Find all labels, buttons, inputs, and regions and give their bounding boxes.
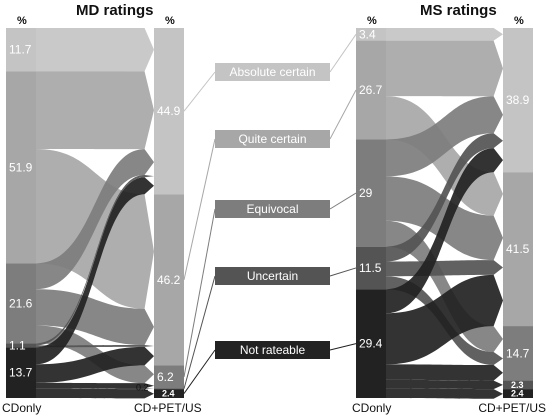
value-label-md-left-equivocal: 21.6 [9,296,33,310]
bar-segment-ms-left-not-rateable [356,289,386,398]
legend-box-uncertain [215,267,330,285]
bar-segment-ms-right-absolute-certain [503,28,533,173]
value-label-md-left-quite-certain: 51.9 [9,160,33,174]
value-label-ms-left-quite-certain: 26.7 [359,83,383,97]
value-label-md-right-quite-certain: 46.2 [157,273,181,287]
value-label-md-right-absolute-certain: 44.9 [157,104,181,118]
legend-box-quite-certain [215,130,330,148]
flow-band-md-not-rateable-to-absolute-certain [36,177,154,365]
leader-line-md-absolute-certain [183,71,216,112]
bar-segment-ms-left-quite-certain [356,40,386,140]
flow-band-md-absolute-certain-to-absolute-certain [36,28,154,72]
value-label-ms-left-not-rateable: 29.4 [359,337,383,351]
bar-segment-ms-left-absolute-certain [356,28,386,41]
value-label-md-left-not-rateable: 13.7 [9,366,33,380]
bar-segment-md-left-equivocal [6,263,36,344]
flow-band-ms-not-rateable-to-uncertain [386,379,503,390]
value-label-ms-right-uncertain: 2.3 [511,380,524,390]
leader-line-ms-uncertain [329,267,357,277]
unit-label-md-right: % [165,15,175,27]
legend-label-equivocal: Equivocal [246,202,298,216]
labels: 11.7 51.9 21.6 1.1 13.7 44.9 46.2 6.2 0.2 2.4 MD r… [2,2,546,415]
bar-segment-md-left-quite-certain [6,71,36,264]
axis-label-ms-left: CDonly [352,401,391,415]
unit-label-md-left: % [17,15,27,27]
flow-band-ms-absolute-certain-to-absolute-certain [386,28,503,41]
panel-title-ms: MS ratings [420,2,497,19]
legend-label-uncertain: Uncertain [247,269,298,283]
bar-segment-md-right-quite-certain [154,194,184,366]
value-label-ms-right-absolute-certain: 38.9 [506,93,530,107]
axis-label-md-right: CD+PET/US [134,401,202,415]
bar-segment-md-right-uncertain [154,388,184,390]
bar-segment-md-right-absolute-certain [154,28,184,195]
value-label-ms-right-not-rateable: 2.4 [511,389,524,399]
value-label-md-right-not-rateable: 2.4 [162,389,175,399]
leader-line-ms-absolute-certain [329,34,357,73]
bar-segment-md-left-uncertain [6,343,36,348]
value-label-md-left-absolute-certain: 11.7 [9,43,32,57]
flow-band-md-not-rateable-to-uncertain [36,388,154,390]
flow-band-ms-uncertain-to-absolute-certain [386,133,503,262]
leader-line-ms-equivocal [329,192,357,210]
leader-line-md-uncertain [183,275,216,389]
bar-segment-ms-left-equivocal [356,139,386,247]
flow-band-ms-not-rateable-to-equivocal [386,364,503,381]
leader-line-md-not-rateable [183,349,216,394]
flow-band-md-not-rateable-to-quite-certain [36,346,154,383]
value-label-ms-left-absolute-certain: 3.4 [359,27,376,41]
bar-segment-md-right-not-rateable [154,389,184,398]
unit-label-ms-right: % [514,15,524,27]
legend-label-not-rateable: Not rateable [240,343,306,357]
value-label-ms-right-equivocal: 14.7 [506,346,530,360]
flow-band-md-not-rateable-to-equivocal [36,382,154,389]
flow-band-ms-not-rateable-to-not-rateable [386,388,503,399]
value-label-md-left-uncertain: 1.1 [9,338,26,352]
bar-segment-ms-right-not-rateable [503,389,533,398]
leader-line-md-quite-certain [183,138,216,280]
flow-band-ms-not-rateable-to-absolute-certain [386,148,503,314]
legend-box-not-rateable [215,341,330,359]
flow-band-ms-quite-certain-to-absolute-certain [386,40,503,97]
value-label-md-right-uncertain: 0.2 [136,382,149,392]
flow-band-ms-equivocal-to-absolute-certain [386,96,503,177]
value-label-ms-left-uncertain: 11.5 [359,261,382,275]
leader-line-ms-quite-certain [329,89,357,140]
flow-band-md-equivocal-to-quite-certain [36,289,154,346]
unit-label-ms-left: % [367,15,377,27]
bar-segment-md-left-absolute-certain [6,28,36,72]
flow-band-ms-quite-certain-to-quite-certain [386,96,503,216]
flow-bands [36,28,503,399]
legend-box-absolute-certain [215,63,330,81]
panel-title-md: MD ratings [76,2,154,19]
value-label-md-right-equivocal: 6.2 [157,370,174,384]
bar-segment-ms-right-equivocal [503,326,533,381]
legend-box-equivocal [215,200,330,218]
flow-band-md-equivocal-to-absolute-certain [36,149,154,290]
axis-label-md-left: CDonly [2,401,41,415]
flow-band-ms-uncertain-to-quite-certain [386,260,503,277]
bar-segment-md-left-not-rateable [6,347,36,398]
flow-band-md-quite-certain-to-absolute-certain [36,71,154,150]
bar-segment-md-right-equivocal [154,365,184,389]
value-label-ms-left-equivocal: 29 [359,186,373,200]
axis-label-ms-right: CD+PET/US [478,401,546,415]
legend-leader-lines [183,34,357,394]
leader-line-ms-not-rateable [329,343,357,351]
bar-segment-ms-left-uncertain [356,246,386,290]
bar-segment-ms-right-uncertain [503,380,533,390]
value-label-ms-right-quite-certain: 41.5 [506,242,530,256]
stack-bars [6,28,533,398]
flow-band-ms-not-rateable-to-quite-certain [386,274,503,365]
bar-segment-ms-right-quite-certain [503,172,533,327]
legend-label-quite-certain: Quite certain [238,132,306,146]
leader-line-md-equivocal [183,208,216,377]
flow-band-md-not-rateable-to-not-rateable [36,388,154,399]
legend-label-absolute-certain: Absolute certain [229,65,315,79]
